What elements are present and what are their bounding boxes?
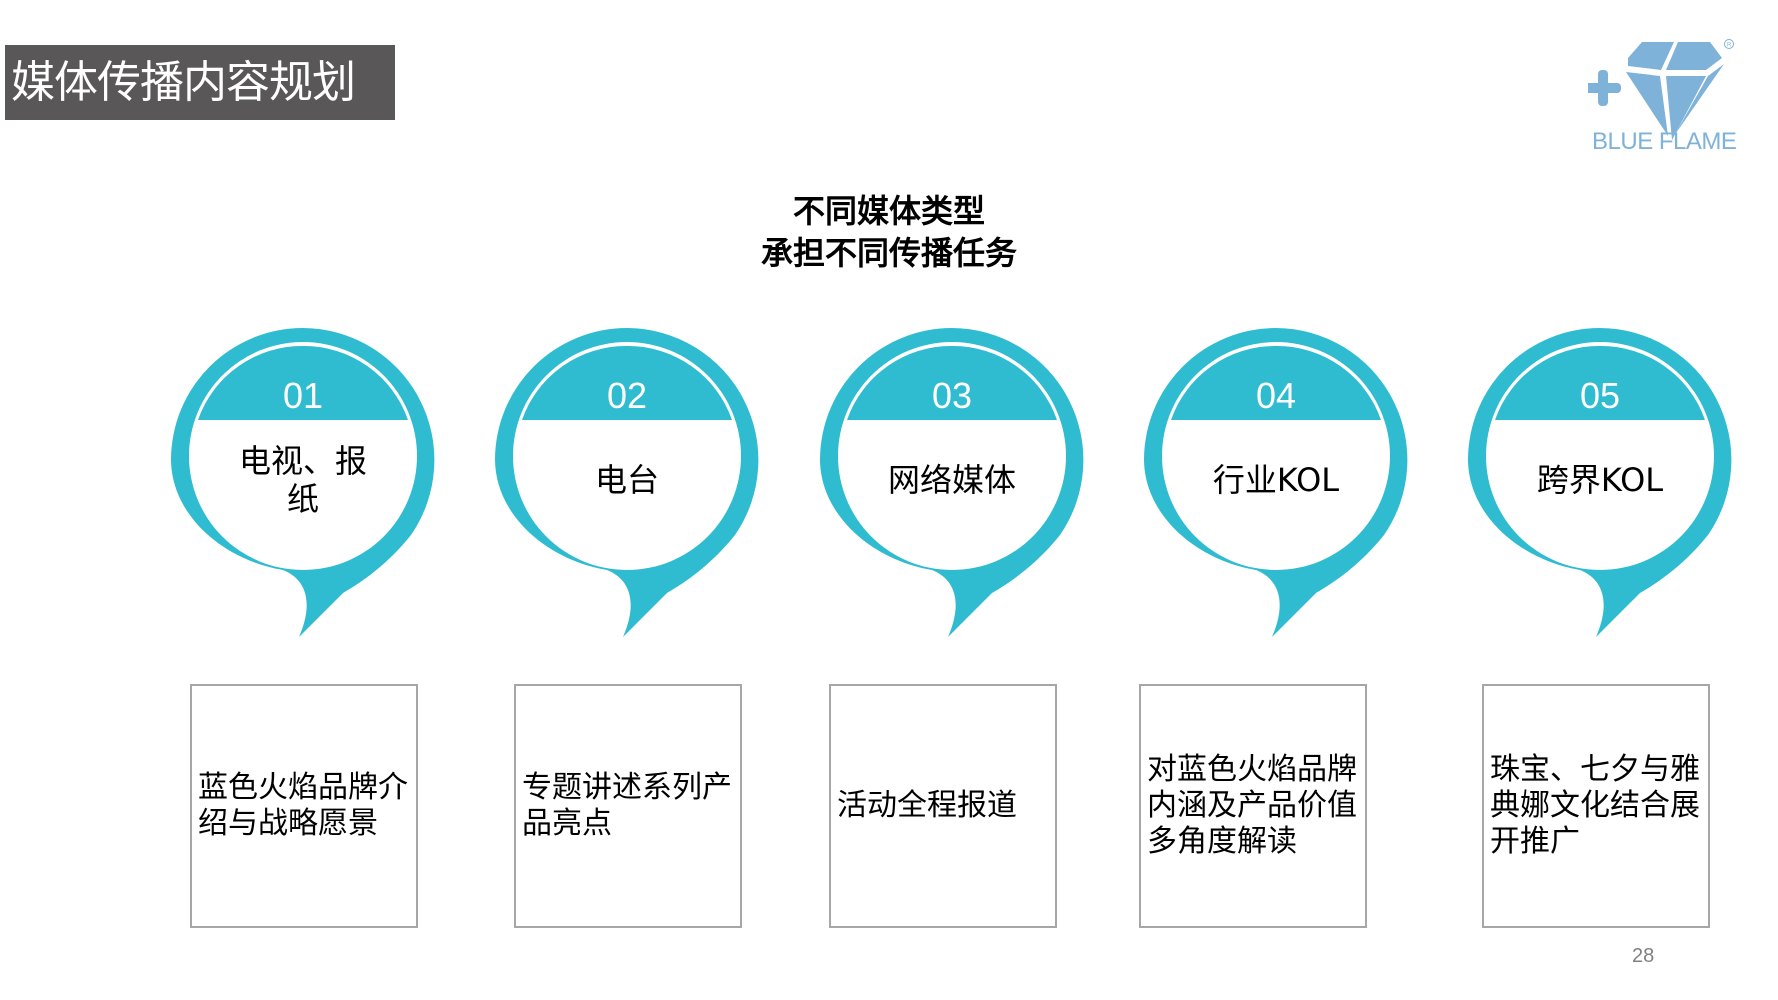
media-number: 04	[1255, 375, 1297, 416]
task-text: 专题讲述系列产品亮点	[522, 770, 732, 841]
media-number: 02	[606, 375, 648, 416]
media-number: 05	[1579, 375, 1621, 416]
media-balloon-5: 05 跨界KOL	[1460, 325, 1740, 645]
speech-balloon-icon	[820, 328, 1084, 637]
page-title: 媒体传播内容规划	[5, 45, 395, 120]
speech-balloon-icon	[1468, 328, 1732, 637]
media-label: 电台	[594, 461, 659, 499]
media-balloon-1: 01 电视、报纸	[163, 325, 443, 645]
media-number: 01	[282, 375, 324, 416]
brand-name: BLUE FLAME	[1592, 128, 1737, 155]
media-label: 网络媒体	[887, 461, 1016, 499]
media-balloon-3: 03 网络媒体	[812, 325, 1092, 645]
task-text: 珠宝、七夕与雅典娜文化结合展开推广	[1490, 752, 1700, 859]
media-label: 跨界KOL	[1536, 461, 1664, 499]
task-box-2: 专题讲述系列产品亮点	[514, 684, 742, 928]
task-box-4: 对蓝色火焰品牌内涵及产品价值多角度解读	[1139, 684, 1367, 928]
media-balloon-4: 04 行业KOL	[1136, 325, 1416, 645]
media-label: 行业KOL	[1212, 461, 1340, 499]
diamond-heart-icon: R	[1585, 39, 1734, 140]
svg-text:R: R	[1727, 43, 1732, 49]
task-box-5: 珠宝、七夕与雅典娜文化结合展开推广	[1482, 684, 1710, 928]
page-number: 28	[1632, 945, 1655, 967]
task-text: 蓝色火焰品牌介绍与战略愿景	[198, 770, 408, 841]
task-box-1: 蓝色火焰品牌介绍与战略愿景	[190, 684, 418, 928]
media-number: 03	[931, 375, 973, 416]
media-balloon-2: 02 电台	[487, 325, 767, 645]
media-label: 电视、报纸	[238, 442, 367, 518]
section-heading: 不同媒体类型 承担不同传播任务	[0, 190, 1778, 274]
task-box-3: 活动全程报道	[829, 684, 1057, 928]
speech-balloon-icon	[495, 328, 759, 637]
task-text: 活动全程报道	[837, 788, 1017, 823]
speech-balloon-icon	[1144, 328, 1408, 637]
task-text: 对蓝色火焰品牌内涵及产品价值多角度解读	[1147, 752, 1357, 859]
heading-line-1: 不同媒体类型	[792, 192, 985, 230]
heading-line-2: 承担不同传播任务	[760, 234, 1017, 272]
blue-flame-logo: R	[1585, 36, 1738, 160]
speech-balloon-icon	[171, 328, 435, 637]
